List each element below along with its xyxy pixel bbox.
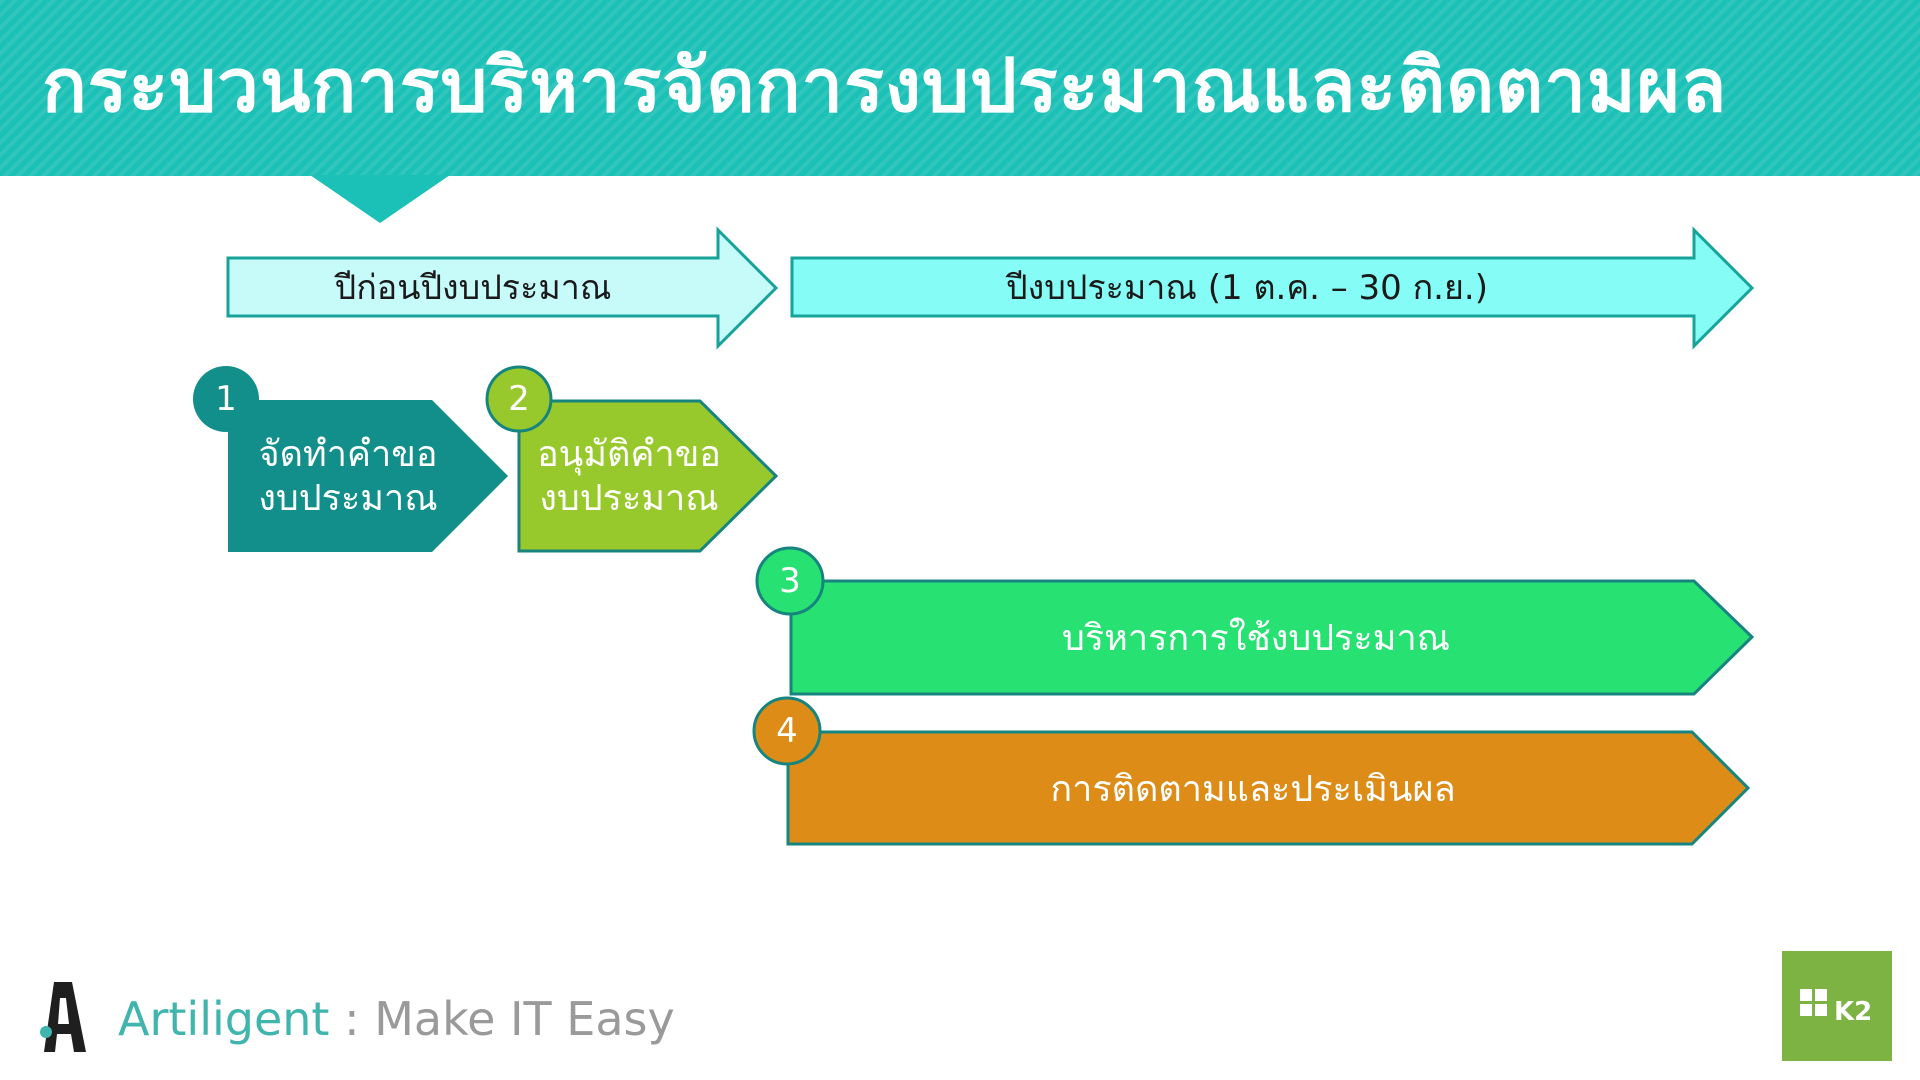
fiscal-year-label: ปีงบประมาณ (1 ต.ค. – 30 ก.ย.) [1006,268,1488,308]
step-4-circle [752,696,822,766]
step-4-number: 4 [776,711,798,751]
footer-brand-text: Artiligent : Make IT Easy [118,992,675,1046]
page-title: กระบวนการบริหารจัดการงบประมาณและติดตามผล [42,43,1728,129]
k2-logo-text: K2 [1834,997,1873,1027]
step-2-label-line2: งบประมาณ [539,478,719,519]
step-1-number: 1 [215,379,237,419]
step-4-box [786,730,1751,846]
step-2-label: อนุมัติคำขอ งบประมาณ [519,412,739,542]
brand-tagline: : Make IT Easy [329,992,675,1046]
step-4-label: การติดตามและประเมินผล [1050,768,1456,810]
step-3-label: บริหารการใช้งบประมาณ [1061,618,1451,659]
title-banner [0,0,1920,176]
step-3-box [789,579,1755,696]
step-1-circle [193,366,259,432]
pre-year-arrow [226,226,779,350]
step-1-label-line2: งบประมาณ [258,478,438,519]
step-3-number: 3 [779,561,801,601]
step-1-box [228,400,508,552]
k2-squares-icon [1800,989,1827,1016]
fiscal-year-arrow [790,226,1755,350]
k2-logo: K2 [1782,951,1892,1061]
brand-name: Artiligent [118,992,330,1046]
banner-pointer [310,175,450,223]
step-2-circle [485,365,553,433]
step-1-label-line1: จัดทำคำขอ [258,434,438,475]
step-3-circle [755,546,825,616]
step-2-number: 2 [508,379,530,419]
artiligent-logo-icon [40,982,86,1052]
step-1-label: จัดทำคำขอ งบประมาณ [228,412,468,542]
step-2-box [517,399,779,553]
pre-year-label: ปีก่อนปีงบประมาณ [334,268,612,308]
step-2-label-line1: อนุมัติคำขอ [537,434,721,475]
